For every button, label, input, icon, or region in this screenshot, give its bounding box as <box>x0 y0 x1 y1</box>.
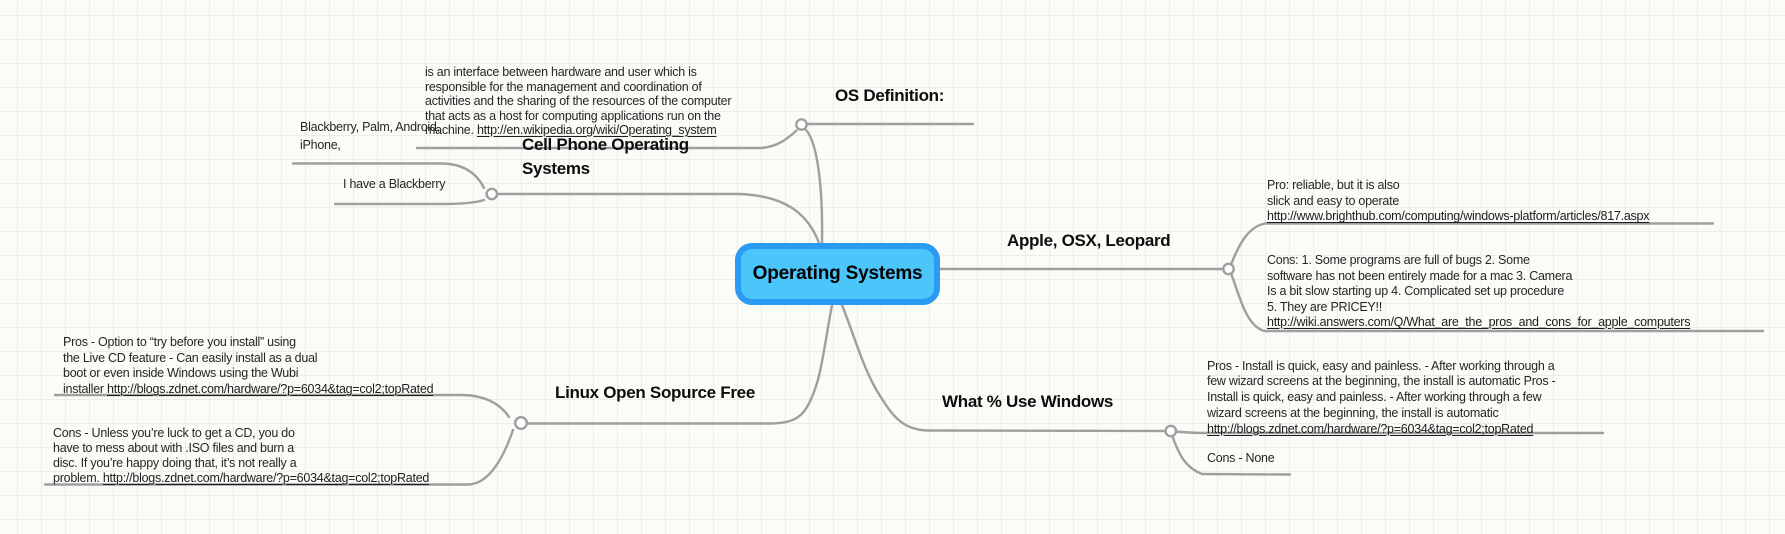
osdef-connector-line <box>804 128 824 245</box>
topic-windows[interactable]: What % Use Windows <box>942 392 1114 411</box>
windows-pros-line <box>1174 430 1605 435</box>
note-os-definition-text: is an interface between hardware and use… <box>425 65 732 138</box>
linux-cons-link[interactable]: http://blogs.zdnet.com/hardware/?p=6034&… <box>102 471 430 485</box>
note-linux-pros-text: Pros - Option to “try before you install… <box>63 335 318 396</box>
note-linux-cons[interactable]: Cons - Unless you’re luck to get a CD, y… <box>53 411 429 486</box>
topic-os-definition[interactable]: OS Definition: <box>835 86 945 105</box>
cellphone-branch-line <box>496 192 821 245</box>
linux-pros-line <box>53 393 511 419</box>
blackberry-child-line <box>333 198 486 206</box>
note-os-definition[interactable]: is an interface between hardware and use… <box>425 51 732 138</box>
note-linux-pros[interactable]: Pros - Option to “try before you install… <box>63 320 434 397</box>
apple-pro-line <box>1229 222 1715 266</box>
devices-child-line <box>291 162 486 190</box>
windows-branch-line <box>840 303 1167 433</box>
subtopic-devices[interactable]: Blackberry, Palm, Android, iPhone, <box>300 120 440 152</box>
subtopic-i-have-a-blackberry[interactable]: I have a Blackberry <box>343 177 446 191</box>
note-apple-pro-text: Pro: reliable, but it is also slick and … <box>1267 178 1400 208</box>
apple-node-handle[interactable] <box>1222 262 1235 276</box>
note-windows-pros[interactable]: Pros - Install is quick, easy and painle… <box>1207 343 1556 437</box>
windows-node-handle[interactable] <box>1164 424 1178 438</box>
note-apple-pro[interactable]: Pro: reliable, but it is also slick and … <box>1267 163 1650 225</box>
note-apple-cons[interactable]: Cons: 1. Some programs are full of bugs … <box>1267 238 1690 330</box>
central-topic[interactable]: Operating Systems <box>735 243 940 305</box>
topic-apple[interactable]: Apple, OSX, Leopard <box>1007 231 1171 250</box>
topic-linux[interactable]: Linux Open Sopurce Free <box>555 383 755 402</box>
apple-pro-link[interactable]: http://www.brighthub.com/computing/windo… <box>1267 209 1650 224</box>
apple-cons-link[interactable]: http://wiki.answers.com/Q/What_are_the_p… <box>1267 315 1691 330</box>
windows-cons-line <box>1171 435 1292 476</box>
linux-cons-line <box>43 428 515 486</box>
central-topic-label: Operating Systems <box>741 249 934 299</box>
osdef-node-handle[interactable] <box>795 118 808 131</box>
note-windows-cons[interactable]: Cons - None <box>1207 451 1275 465</box>
note-apple-cons-text: Cons: 1. Some programs are full of bugs … <box>1267 253 1573 314</box>
linux-branch-line <box>526 303 834 425</box>
windows-pros-link[interactable]: http://blogs.zdnet.com/hardware/?p=6034&… <box>1207 421 1534 436</box>
linux-node-handle[interactable] <box>514 416 529 431</box>
note-windows-pros-text: Pros - Install is quick, easy and painle… <box>1207 358 1556 420</box>
osdef-note-line <box>415 129 798 150</box>
note-linux-cons-text: Cons - Unless you’re luck to get a CD, y… <box>53 426 297 485</box>
apple-cons-line <box>1229 272 1765 333</box>
cellphone-node-handle[interactable] <box>485 187 499 201</box>
os-definition-link[interactable]: http://en.wikipedia.org/wiki/Operating_s… <box>476 123 717 138</box>
linux-pros-link[interactable]: http://blogs.zdnet.com/hardware/?p=6034&… <box>107 381 434 396</box>
topic-cell-phone[interactable]: Cell Phone Operating Systems <box>522 135 689 178</box>
